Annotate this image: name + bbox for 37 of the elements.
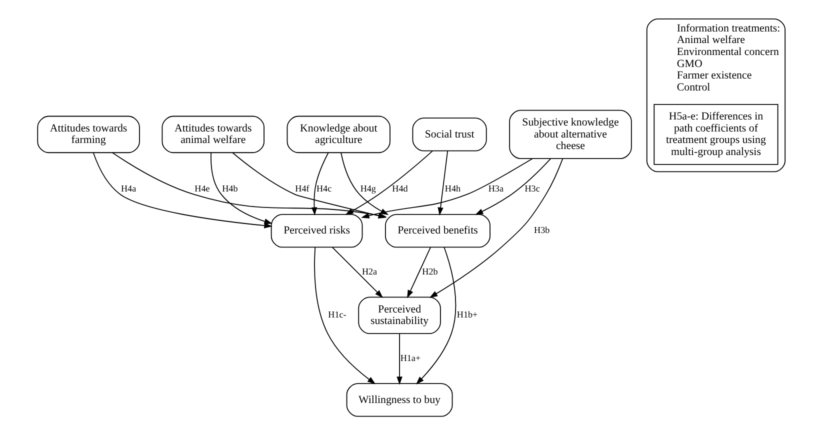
edge-label: H4c (316, 184, 332, 194)
arrow (396, 333, 402, 385)
arrow (210, 152, 272, 224)
arrow (332, 246, 384, 298)
arrow (407, 246, 431, 298)
arrow (311, 152, 329, 216)
edge-label: H2b (422, 266, 438, 276)
node-box: Perceived risks (270, 214, 363, 248)
node-box: Perceived sustainability (358, 296, 441, 334)
edge-label: H4h (444, 184, 461, 194)
node-box: Subjective knowledge about alternative cheese (509, 110, 632, 159)
edge-label: H3b (534, 225, 550, 236)
arrow (438, 150, 448, 216)
edge-label: H4f (295, 184, 310, 194)
edge-label: H4e (194, 184, 210, 194)
edge-label: H4g (360, 184, 376, 194)
arrow (429, 158, 564, 298)
edge-label: H4a (121, 184, 136, 194)
node-box: Social trust (412, 118, 487, 152)
arrow (474, 158, 552, 215)
node-box: Knowledge about agriculture (286, 116, 390, 154)
edge-label: H1c- (328, 310, 346, 320)
node-box: Willingness to buy (346, 383, 453, 417)
arrow (416, 246, 456, 384)
node-box: Perceived benefits (385, 214, 490, 248)
arrow (92, 152, 272, 228)
node-box: Attitudes towards farming (37, 116, 140, 154)
node-box: Attitudes towards animal welfare (162, 116, 264, 154)
edge-label: H1b+ (456, 310, 478, 320)
edge-label: H4b (222, 184, 238, 194)
edge-label: H4d (392, 184, 408, 194)
edge-label: H2a (362, 266, 378, 276)
node-box: H5a-e: Differences in path coefficients of treatment groups using multi-group analysis (654, 104, 778, 165)
edge-label: H3a (488, 184, 504, 194)
edge-label: H1a+ (400, 352, 421, 363)
edge-label: H3c (524, 184, 540, 194)
arrow (314, 247, 376, 384)
